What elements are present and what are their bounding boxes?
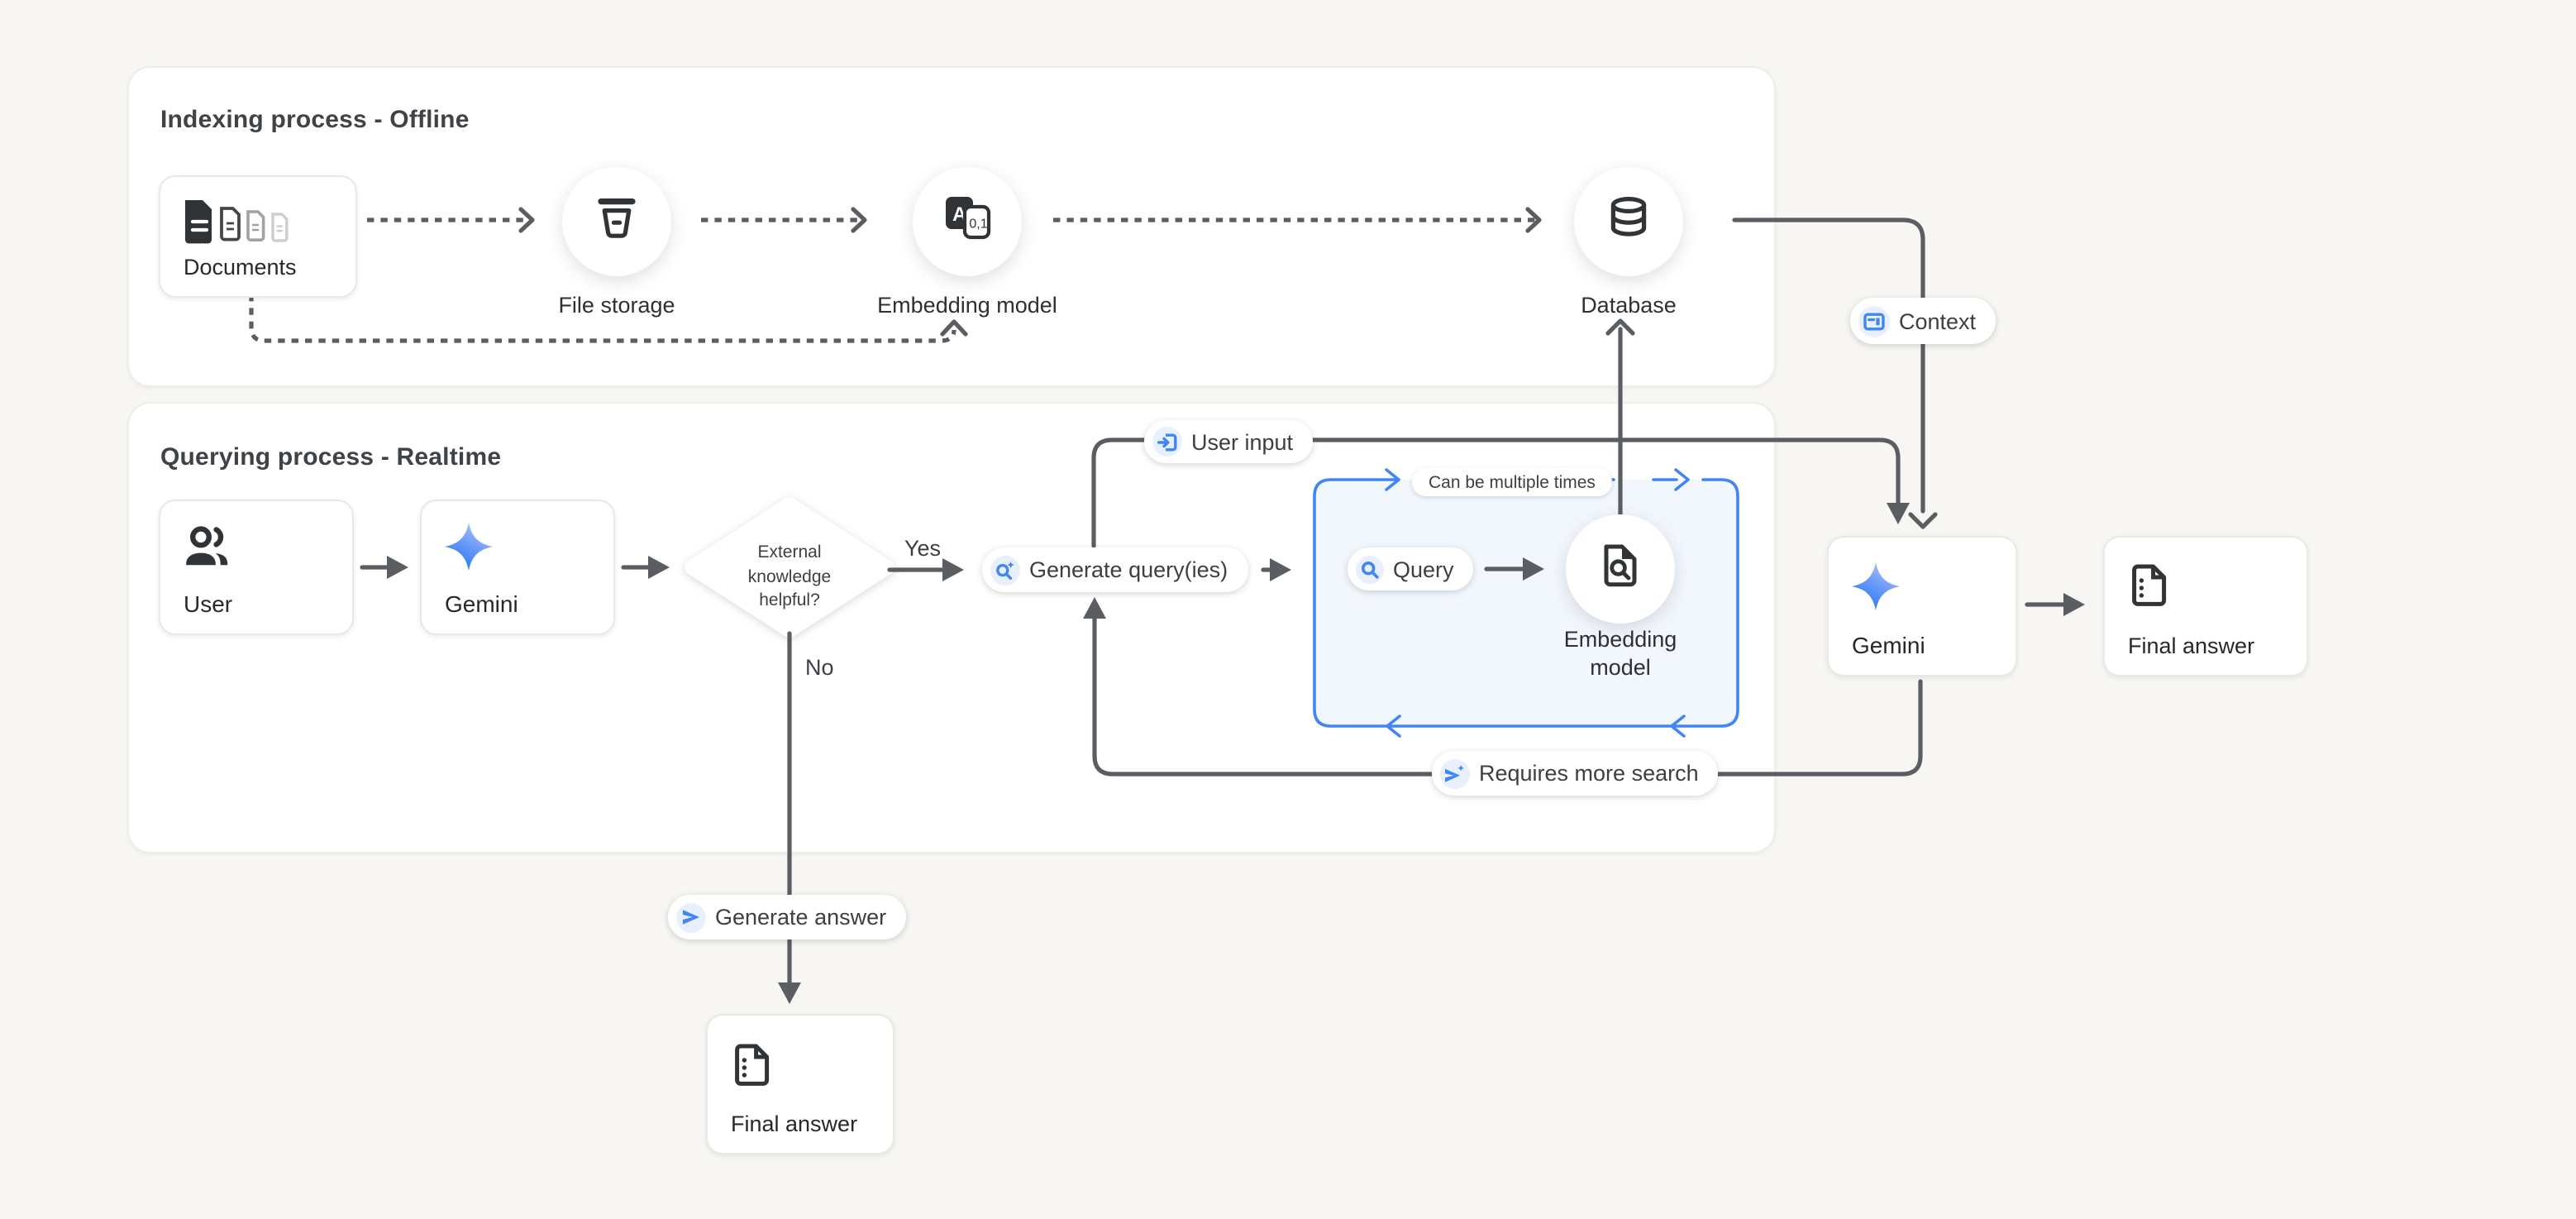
documents-label: Documents [184,255,297,280]
gemini-right-node: Gemini [1827,536,2017,676]
generate-answer-label: Generate answer [715,905,887,930]
embedding-model-realtime-node [1566,514,1675,624]
context-badge-label: Context [1899,308,1977,333]
arrowhead [1908,512,1938,529]
send-chip-icon [675,902,705,932]
gemini-left-label: Gemini [445,590,518,617]
database-node [1574,167,1683,276]
can-be-multiple-times-badge: Can be multiple times [1412,468,1612,496]
final-answer-right-label: Final answer [2128,633,2255,658]
embedding-model-realtime-label: Embedding model [1488,625,1753,681]
decision-line2: knowledge [747,566,832,586]
database-label: Database [1581,293,1677,318]
documents-node: Documents [159,175,357,298]
user-input-badge: User input [1144,420,1314,463]
file-storage-icon [592,193,642,251]
gemini-star-icon [1850,561,1901,620]
yes-label: Yes [904,536,942,561]
gemini-star-icon [443,521,494,581]
final-answer-right-node: Final answer [2103,536,2308,676]
user-node: User [159,500,354,635]
requires-more-search-label: Requires more search [1479,761,1699,786]
final-answer-doc-icon [729,1042,775,1097]
search-spark-chip-icon [990,555,1019,585]
send-spark-chip-icon [1439,758,1469,788]
arrowhead [1887,503,1910,524]
requires-more-search-badge: Requires more search [1432,751,1719,796]
user-label: User [184,590,233,617]
decision-label: External knowledge helpful? [689,541,890,613]
users-icon [182,523,235,581]
final-answer-doc-icon [2126,562,2173,617]
embedding-icon-numbers: 0,1 [968,217,986,231]
embedding-model-offline-node: A 0,1 [913,167,1022,276]
embedding-model-offline-label: Embedding model [877,293,1057,318]
can-be-multiple-times-label: Can be multiple times [1429,472,1596,492]
user-input-chip-icon [1152,427,1181,457]
file-storage-node [562,167,671,276]
generate-queries-label: Generate query(ies) [1029,557,1228,582]
query-pill: Query [1348,547,1474,590]
final-answer-bottom-label: Final answer [731,1111,858,1136]
retrieval-loop-box [1314,480,1738,726]
decision-line3: helpful? [759,590,820,610]
embedding-model-icon: A 0,1 [942,193,993,251]
no-label: No [805,655,834,680]
context-badge: Context [1850,298,1996,344]
generate-queries-pill: Generate query(ies) [982,547,1248,592]
generate-answer-pill: Generate answer [668,895,907,939]
user-input-badge-label: User input [1191,429,1294,454]
decision-line1: External [757,543,822,562]
embedding-rt-line2: model [1590,655,1651,680]
database-icon [1604,193,1653,251]
query-pill-label: Query [1393,557,1454,581]
embedding-rt-line1: Embedding [1563,627,1677,652]
final-answer-bottom-node: Final answer [706,1014,894,1154]
indexing-panel-title: Indexing process - Offline [160,106,470,134]
arrowhead [2063,593,2085,616]
gemini-left-node: Gemini [420,500,615,635]
file-storage-label: File storage [558,293,675,318]
querying-panel-title: Querying process - Realtime [160,443,502,471]
documents-icon [182,197,324,255]
arrowhead [778,982,801,1004]
context-chip-icon [1858,305,1889,337]
gemini-right-label: Gemini [1852,632,1925,658]
file-search-icon [1597,542,1643,596]
search-chip-icon [1355,555,1383,583]
